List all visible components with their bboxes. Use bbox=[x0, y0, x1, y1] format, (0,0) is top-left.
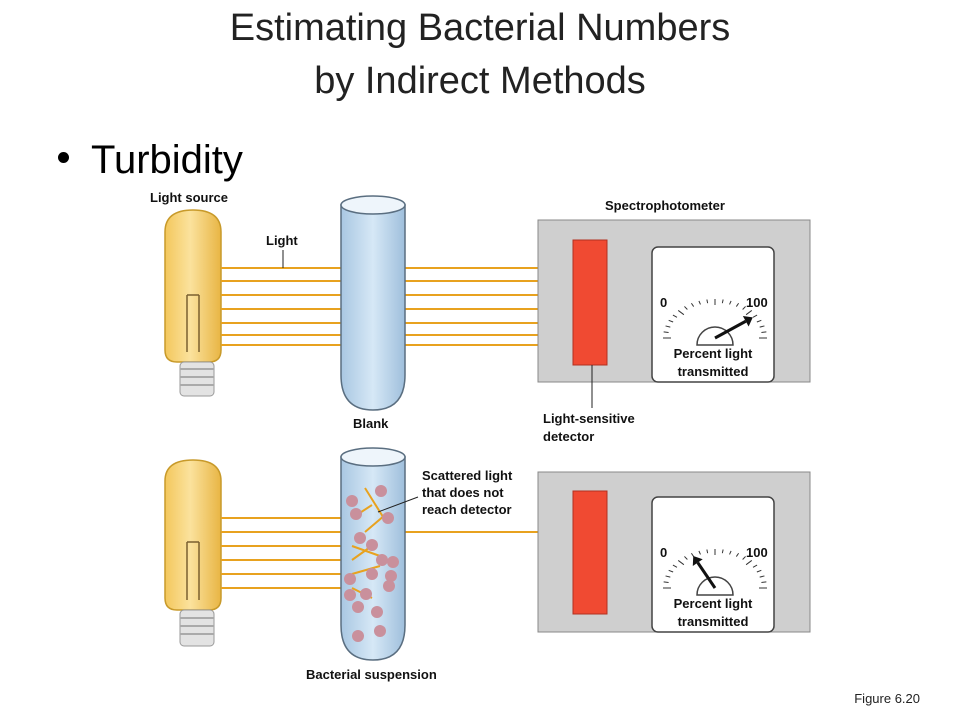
bacterial-suspension-label: Bacterial suspension bbox=[306, 667, 437, 682]
meter-needle-top bbox=[714, 319, 747, 340]
meter-tick bbox=[729, 300, 732, 305]
meter-tick bbox=[742, 556, 746, 560]
meter-needle-bottom bbox=[696, 561, 717, 589]
meter-tick bbox=[690, 302, 695, 307]
meter-tick bbox=[677, 560, 685, 566]
meter-tick bbox=[663, 581, 669, 583]
meter-tick bbox=[706, 549, 709, 554]
meter-tick bbox=[665, 325, 671, 328]
meter-tick bbox=[665, 575, 671, 578]
scattered-label-line1: Scattered light bbox=[422, 468, 513, 483]
bacterium bbox=[376, 554, 388, 566]
top-setup: 0 100 Percent light transmitted Light so… bbox=[150, 190, 811, 444]
meter-tick bbox=[759, 575, 765, 578]
bacterium bbox=[354, 532, 366, 544]
meter-bottom-caption-line2: transmitted bbox=[678, 614, 749, 629]
meter-tick bbox=[761, 581, 767, 583]
bacterium bbox=[375, 485, 387, 497]
meter-top-min: 0 bbox=[660, 295, 667, 310]
bacterium bbox=[382, 512, 394, 524]
scattered-label-line2: that does not bbox=[422, 485, 504, 500]
meter-tick bbox=[672, 314, 678, 318]
meter-tick bbox=[735, 302, 740, 307]
meter-bottom: 0 100 Percent light transmitted bbox=[651, 496, 775, 633]
meter-tick bbox=[677, 310, 685, 316]
bacterium bbox=[352, 601, 364, 613]
meter-tick bbox=[721, 549, 724, 554]
meter-tick bbox=[663, 331, 669, 333]
meter-tick bbox=[668, 569, 674, 573]
figure-reference: Figure 6.20 bbox=[854, 691, 920, 706]
bacterium bbox=[352, 630, 364, 642]
meter-tick bbox=[698, 550, 701, 555]
bacterium bbox=[344, 589, 356, 601]
slide-title-line1: Estimating Bacterial Numbers bbox=[229, 7, 731, 49]
meter-bottom-min: 0 bbox=[660, 545, 667, 560]
bacterium bbox=[371, 606, 383, 618]
bullet-dot-icon bbox=[58, 152, 69, 163]
spectrophotometer-label: Spectrophotometer bbox=[605, 198, 725, 213]
meter-tick bbox=[735, 552, 740, 557]
bacterium bbox=[346, 495, 358, 507]
bacteria-cells bbox=[344, 485, 399, 642]
meter-tick bbox=[729, 550, 732, 555]
meter-tick bbox=[745, 310, 753, 316]
detector-bottom bbox=[572, 490, 608, 615]
meter-tick bbox=[721, 299, 724, 304]
bacterium bbox=[385, 570, 397, 582]
bullet-text: Turbidity bbox=[91, 138, 243, 182]
meter-tick bbox=[668, 319, 674, 323]
meter-tick bbox=[761, 331, 767, 333]
meter-tick bbox=[698, 300, 701, 305]
bacterium bbox=[360, 588, 372, 600]
bacterium bbox=[387, 556, 399, 568]
scattered-ray bbox=[364, 514, 386, 533]
light-bulb-top-icon bbox=[164, 209, 222, 397]
bacterium bbox=[344, 573, 356, 585]
meter-tick bbox=[672, 564, 678, 568]
detector-top bbox=[572, 239, 608, 366]
scattered-ray bbox=[364, 487, 386, 521]
bacterium bbox=[366, 568, 378, 580]
meter-tick bbox=[752, 564, 758, 568]
meter-bottom-max: 100 bbox=[746, 545, 768, 560]
meter-tick bbox=[684, 306, 688, 310]
meter-tick bbox=[759, 325, 765, 328]
scattered-ray bbox=[351, 565, 381, 575]
light-bulb-bottom-icon bbox=[164, 459, 222, 647]
meter-top: 0 100 Percent light transmitted bbox=[651, 246, 775, 383]
meter-tick bbox=[756, 319, 762, 323]
meter-top-caption-line1: Percent light bbox=[674, 346, 753, 361]
bacterium bbox=[366, 539, 378, 551]
light-source-label: Light source bbox=[150, 190, 228, 205]
meter-tick bbox=[706, 299, 709, 304]
meter-top-caption-line2: transmitted bbox=[678, 364, 749, 379]
bacterium bbox=[383, 580, 395, 592]
blank-tube bbox=[340, 195, 406, 411]
detector-label-line1: Light-sensitive bbox=[543, 411, 635, 426]
bacterium bbox=[350, 508, 362, 520]
bacterium bbox=[374, 625, 386, 637]
meter-tick bbox=[745, 560, 753, 566]
light-beams-top bbox=[221, 267, 595, 346]
meter-tick bbox=[684, 556, 688, 560]
bullet-turbidity: Turbidity bbox=[58, 138, 243, 183]
detector-label-line2: detector bbox=[543, 429, 594, 444]
meter-top-max: 100 bbox=[746, 295, 768, 310]
bottom-setup: 0 100 Percent light transmitted Scattere… bbox=[164, 447, 811, 682]
meter-tick bbox=[752, 314, 758, 318]
meter-tick bbox=[756, 569, 762, 573]
slide-title-line2: by Indirect Methods bbox=[314, 60, 646, 102]
light-label: Light bbox=[266, 233, 298, 248]
scattered-leader-line bbox=[377, 496, 419, 513]
meter-needle-bottom-arrow-icon bbox=[692, 555, 703, 566]
meter-tick bbox=[742, 306, 746, 310]
meter-needle-top-arrow-icon bbox=[742, 315, 753, 327]
light-beams-bottom bbox=[221, 517, 590, 589]
blank-label: Blank bbox=[353, 416, 389, 431]
scattered-label-line3: reach detector bbox=[422, 502, 512, 517]
meter-bottom-caption-line1: Percent light bbox=[674, 596, 753, 611]
